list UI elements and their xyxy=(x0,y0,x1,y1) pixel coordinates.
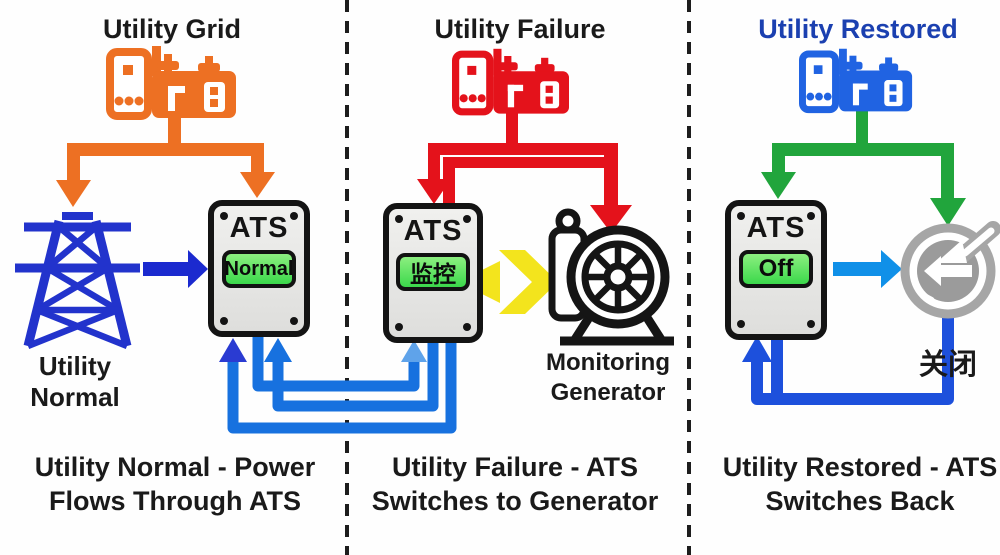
ats-box-normal: ATS Normal xyxy=(208,200,310,337)
utility-failure-feed-arrows xyxy=(417,108,632,233)
utility-restored-station-icon xyxy=(802,49,912,112)
switch-off-label: 关闭 xyxy=(918,349,977,381)
panel2-title: Utility Failure xyxy=(434,14,606,44)
screw-icon xyxy=(737,320,745,328)
ats-to-switch-arrow xyxy=(833,250,902,288)
panel1-caption: Utility Normal - Power Flows Through ATS xyxy=(34,452,316,516)
ats-label: ATS xyxy=(403,215,463,247)
panel3-title: Utility Restored xyxy=(758,14,958,44)
screw-icon xyxy=(737,212,745,220)
screw-icon xyxy=(807,320,815,328)
switch-return-loop xyxy=(742,314,954,405)
ats-box-off: ATS Off xyxy=(725,200,827,340)
utility-restored-feed-arrows xyxy=(761,108,966,226)
screw-icon xyxy=(220,212,228,220)
panel3-caption: Utility Restored - ATS Switches Back xyxy=(722,452,998,516)
utility-grid-feed-arrows xyxy=(56,112,275,207)
panel1-title: Utility Grid xyxy=(102,14,241,44)
transmission-tower-icon xyxy=(15,212,140,350)
ats-status-display: Off xyxy=(739,250,813,288)
ats-label: ATS xyxy=(229,212,289,244)
panel2-caption: Utility Failure - ATS Switches to Genera… xyxy=(371,452,659,516)
transfer-switch-dial-icon xyxy=(900,221,1000,319)
screw-icon xyxy=(395,215,403,223)
screw-icon xyxy=(807,212,815,220)
generator-icon xyxy=(548,208,674,346)
tower-to-ats-arrow xyxy=(143,250,208,288)
loop-arrowhead-into-ats1-outer xyxy=(219,338,247,362)
screw-icon xyxy=(463,215,471,223)
ats-to-generator-arrow xyxy=(482,250,558,314)
utility-normal-label: Utility Normal xyxy=(30,351,120,412)
screw-icon xyxy=(290,212,298,220)
ats-box-monitoring: ATS 监控 xyxy=(383,203,483,343)
screw-icon xyxy=(463,323,471,331)
screw-icon xyxy=(395,323,403,331)
ats-label: ATS xyxy=(746,212,806,244)
screw-icon xyxy=(290,317,298,325)
generator-label: Monitoring Generator xyxy=(546,349,670,406)
loop-arrowhead-into-ats2 xyxy=(401,340,427,362)
screw-icon xyxy=(220,317,228,325)
utility-failure-station-icon xyxy=(456,49,569,114)
ats-feedback-loops xyxy=(227,336,457,434)
utility-grid-station-icon xyxy=(110,46,236,118)
loop-arrowhead-into-ats1-mid xyxy=(264,338,292,362)
ats-status-display: 监控 xyxy=(396,253,470,291)
ats-status-display: Normal xyxy=(222,250,296,288)
